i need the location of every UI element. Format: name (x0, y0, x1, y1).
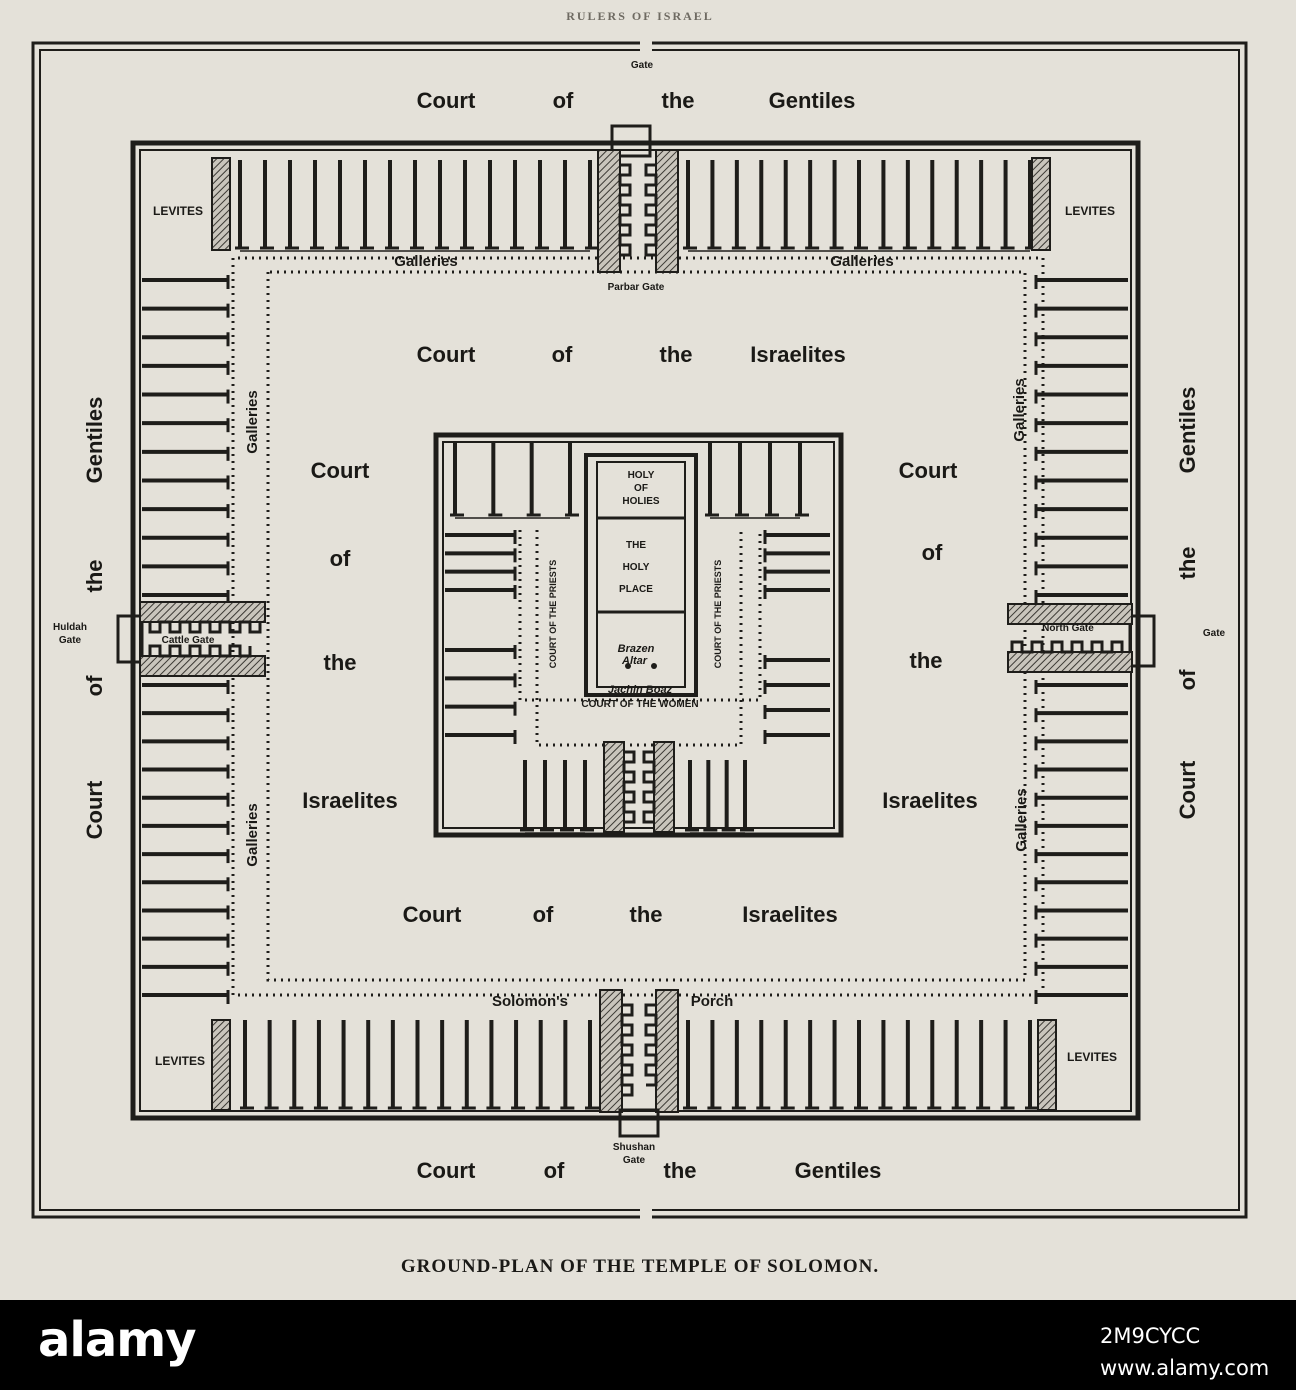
sanctuary-building (584, 453, 698, 697)
east-outer-gate-label: Gate (1203, 628, 1226, 639)
galleries-label-right-lower: Galleries (1013, 788, 1030, 851)
court-priests-left-label: COURT OF THE PRIESTS (548, 560, 558, 669)
north-outer-gate-label: Gate (631, 60, 654, 71)
court-of-women-label: COURT OF THE WOMEN (581, 699, 698, 710)
watermark-logo: alamy (38, 1312, 197, 1368)
watermark-image-id: 2M9CYCC (1100, 1324, 1201, 1348)
galleries-label-top-right: Galleries (830, 253, 893, 270)
inner-court-wall (433, 432, 844, 838)
brazen-label: Brazen (618, 643, 655, 655)
pillar-boaz-marker (651, 663, 657, 669)
holy-place-line-3: PLACE (619, 584, 653, 595)
levites-label-se: LEVITES (1067, 1050, 1117, 1064)
court-of-the-women-line (518, 530, 762, 702)
levites-pillar-ne (1031, 157, 1051, 251)
galleries-labels: Galleries Galleries Galleries Galleries … (244, 253, 1030, 867)
outer-left-word-3: the (82, 560, 107, 593)
outer-bottom-word-2: of (544, 1158, 565, 1183)
galleries-label-left-upper: Galleries (244, 390, 261, 453)
huldah-gate-label-2: Gate (59, 635, 82, 646)
galleries-label-left-lower: Galleries (244, 803, 261, 866)
isr-top-word-2: of (552, 342, 573, 367)
outer-right-word-2: of (1175, 669, 1200, 690)
isr-left-word-2: of (330, 546, 351, 571)
porch-label-left: Solomon's (492, 993, 568, 1010)
isr-left-word-4: Israelites (302, 788, 397, 813)
plan-drawing: RULERS OF ISRAEL (31, 9, 1248, 1277)
outer-right-word-1: Court (1175, 760, 1200, 819)
inner-gate-structure (603, 741, 675, 833)
levites-pillar-sw (211, 1019, 231, 1111)
sanctuary-labels: HOLY OF HOLIES THE HOLY PLACE COURT OF T… (548, 470, 723, 710)
isr-right-word-2: of (922, 540, 943, 565)
outer-right-word-4: Gentiles (1175, 387, 1200, 474)
outer-bottom-word-1: Court (417, 1158, 476, 1183)
outer-left-word-2: of (82, 675, 107, 696)
altar-label: Altar (621, 655, 648, 667)
levites-label-sw: LEVITES (155, 1054, 205, 1068)
isr-bottom-word-1: Court (403, 902, 462, 927)
galleries-label-right-upper: Galleries (1011, 378, 1028, 441)
isr-top-word-3: the (660, 342, 693, 367)
isr-right-word-4: Israelites (882, 788, 977, 813)
isr-bottom-word-4: Israelites (742, 902, 837, 927)
isr-top-word-1: Court (417, 342, 476, 367)
outer-top-word-3: the (662, 88, 695, 113)
isr-bottom-word-3: the (630, 902, 663, 927)
north-gate-structure (1007, 603, 1156, 673)
pillar-jachin-marker (625, 663, 631, 669)
levites-pillar-se (1037, 1019, 1057, 1111)
porch-label-right: Porch (691, 993, 734, 1010)
cattle-gate-structure (116, 601, 266, 677)
court-of-priests-line (535, 530, 743, 747)
outer-top-word-2: of (553, 88, 574, 113)
israelites-labels: Court of the Israelites Court of the Isr… (302, 342, 977, 927)
outer-left-word-4: Gentiles (82, 397, 107, 484)
outer-top-word-1: Court (417, 88, 476, 113)
outer-wall (31, 41, 1248, 1219)
parbar-gate-label: Parbar Gate (608, 282, 665, 293)
isr-bottom-word-2: of (533, 902, 554, 927)
watermark-bar (0, 1300, 1296, 1390)
shushan-gate-label-2: Gate (623, 1155, 646, 1166)
huldah-gate-label-1: Huldah (53, 622, 87, 633)
running-head: RULERS OF ISRAEL (566, 9, 714, 23)
isr-right-word-1: Court (899, 458, 958, 483)
holy-place-line-2: HOLY (623, 562, 650, 573)
galleries-label-top-left: Galleries (394, 253, 457, 270)
isr-left-word-3: the (324, 650, 357, 675)
holy-of-holies-line-2: OF (634, 483, 648, 494)
levites-label-ne: LEVITES (1065, 204, 1115, 218)
outer-right-word-3: the (1175, 547, 1200, 580)
chambers (142, 160, 1128, 1112)
cattle-gate-label: Cattle Gate (162, 635, 215, 646)
plan-caption: GROUND-PLAN OF THE TEMPLE OF SOLOMON. (401, 1256, 879, 1277)
shushan-gate-structure (599, 989, 679, 1138)
gate-labels: Gate Parbar Gate Huldah Gate Cattle Gate… (53, 60, 1225, 1166)
jachin-boaz-label: Jachin Boaz (608, 684, 673, 696)
levites-label-nw: LEVITES (153, 204, 203, 218)
levites-labels: LEVITES LEVITES LEVITES LEVITES (153, 204, 1117, 1068)
court-priests-right-label: COURT OF THE PRIESTS (713, 560, 723, 669)
outer-bottom-word-3: the (664, 1158, 697, 1183)
isr-right-word-3: the (910, 648, 943, 673)
watermark-url: www.alamy.com (1100, 1356, 1270, 1380)
shushan-gate-label-1: Shushan (613, 1142, 655, 1153)
parbar-gate-structure (597, 124, 679, 273)
outer-bottom-word-4: Gentiles (795, 1158, 882, 1183)
outer-top-word-4: Gentiles (769, 88, 856, 113)
outer-court-labels: Court of the Gentiles Court of the Genti… (82, 88, 1200, 1183)
holy-place-line-1: THE (626, 540, 646, 551)
outer-left-word-1: Court (82, 780, 107, 839)
isr-top-word-4: Israelites (750, 342, 845, 367)
isr-left-word-1: Court (311, 458, 370, 483)
levites-pillar-nw (211, 157, 231, 251)
holy-of-holies-line-3: HOLIES (622, 496, 660, 507)
holy-of-holies-line-1: HOLY (628, 470, 655, 481)
north-gate-label: North Gate (1042, 623, 1094, 634)
